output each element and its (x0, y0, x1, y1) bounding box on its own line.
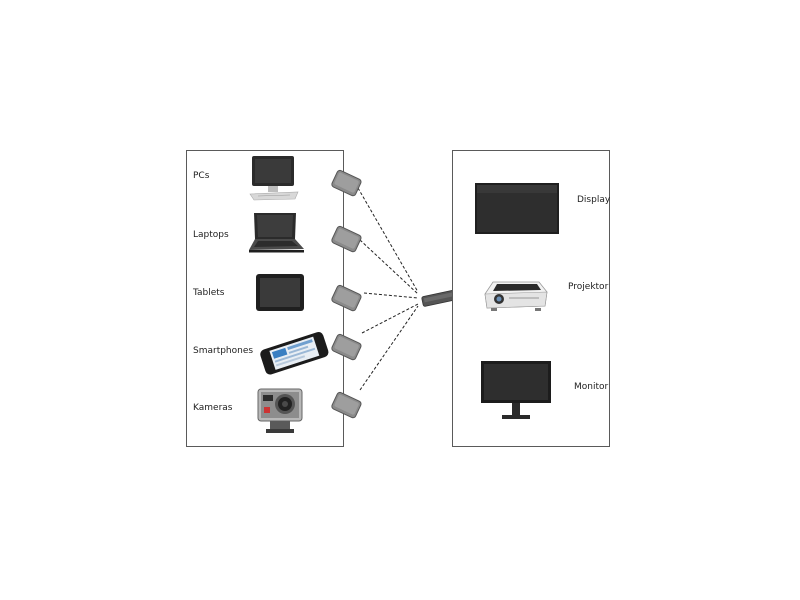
projector-icon (484, 281, 548, 311)
link-pcs (357, 187, 419, 293)
display-panel-icon (475, 183, 559, 234)
source-label-smartphones: Smartphones (193, 346, 254, 356)
action-camera-icon (257, 388, 303, 433)
source-label-laptops: Laptops (193, 230, 229, 240)
smartphone-icon (260, 331, 329, 375)
transmitter-smartphones (331, 333, 362, 361)
source-label-tablets: Tablets (193, 288, 225, 298)
source-label-kameras: Kameras (193, 403, 233, 413)
output-label-display: Display (577, 195, 611, 205)
link-laptops (359, 239, 419, 295)
link-tablets (363, 292, 419, 299)
monitor-icon (481, 361, 551, 419)
tablet-icon (256, 274, 304, 311)
source-label-pcs: PCs (193, 171, 210, 181)
output-label-monitor: Monitor (574, 382, 609, 392)
transmitter-tablets (331, 284, 362, 312)
transmitter-laptops (331, 225, 362, 253)
transmitter-pcs (331, 169, 362, 197)
link-kameras (359, 305, 419, 391)
laptop-icon (249, 213, 304, 253)
transmitter-kameras (331, 391, 362, 419)
link-smartphones (361, 303, 419, 334)
desktop-pc-icon (249, 156, 299, 201)
output-label-projektor: Projektor (568, 282, 609, 292)
